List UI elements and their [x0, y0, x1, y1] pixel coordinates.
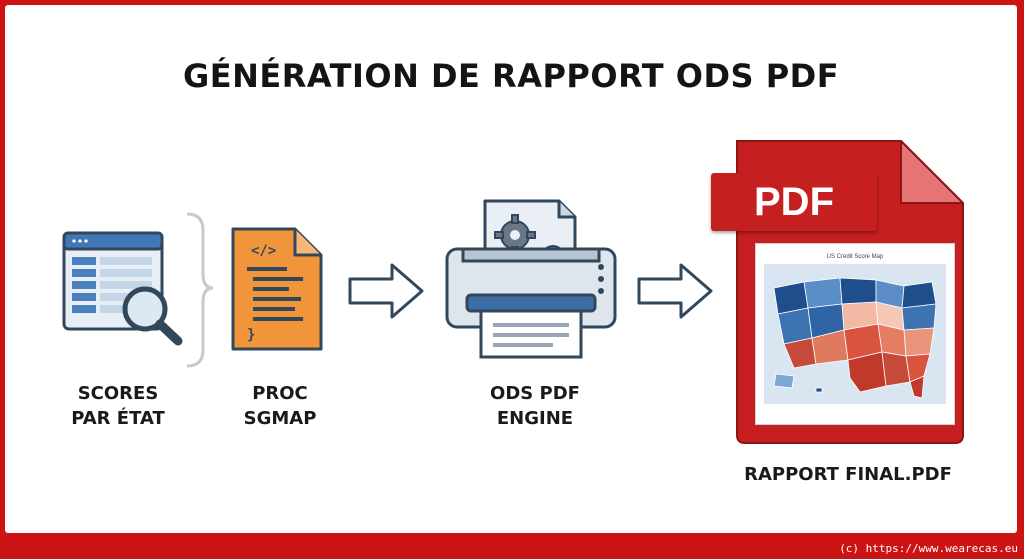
- us-choropleth-map: [764, 264, 946, 404]
- diagram-canvas: GÉNÉRATION DE RAPPORT ODS PDF </> }: [5, 5, 1017, 533]
- code-file-icon: </> }: [231, 227, 323, 351]
- svg-text:}: }: [247, 327, 255, 343]
- page-title: GÉNÉRATION DE RAPPORT ODS PDF: [182, 57, 840, 95]
- step-label-final: RAPPORT FINAL.PDF: [744, 464, 952, 485]
- pdf-badge: PDF: [711, 173, 877, 231]
- arrow-right-icon: [637, 263, 713, 319]
- bracket-divider: [186, 212, 214, 368]
- printer-gears-icon: [445, 199, 617, 359]
- copyright-footer: (c) https://www.wearecas.eu: [839, 542, 1018, 555]
- us-map-preview: US Credit Score Map: [755, 243, 955, 425]
- data-table-magnifier-icon: [62, 231, 183, 346]
- map-title: US Credit Score Map: [826, 254, 884, 260]
- arrow-right-icon: [348, 263, 424, 319]
- svg-text:</>: </>: [251, 243, 276, 259]
